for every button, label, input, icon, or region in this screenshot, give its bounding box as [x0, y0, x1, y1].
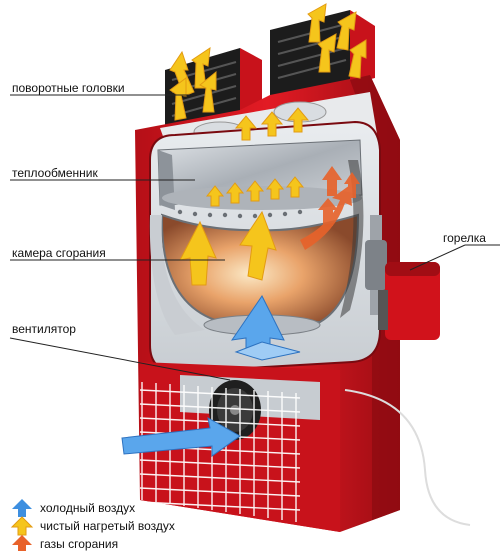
- label-heat-exchanger: теплообменник: [12, 166, 98, 180]
- flue-gas-arrows: [300, 166, 360, 250]
- label-combustion-chamber: камера сгорания: [12, 246, 106, 260]
- hot-air-arrow-icon: [10, 516, 34, 536]
- legend-hot-air-label: чистый нагретый воздух: [40, 519, 175, 533]
- label-fan: вентилятор: [12, 322, 76, 336]
- leader-lines: [9, 94, 500, 381]
- label-rotating-heads: поворотные головки: [12, 81, 125, 95]
- cold-air-arrow-icon: [12, 499, 32, 517]
- legend-cold-air-label: холодный воздух: [40, 501, 136, 515]
- cold-air-arrows: [121, 295, 301, 457]
- label-burner: горелка: [443, 231, 486, 245]
- power-cable: [344, 389, 471, 526]
- hot-air-arrows: [169, 3, 367, 286]
- legend-icons: [10, 499, 34, 551]
- legend-flue-gas-label: газы сгорания: [40, 537, 119, 551]
- flue-gas-arrow-icon: [12, 535, 32, 551]
